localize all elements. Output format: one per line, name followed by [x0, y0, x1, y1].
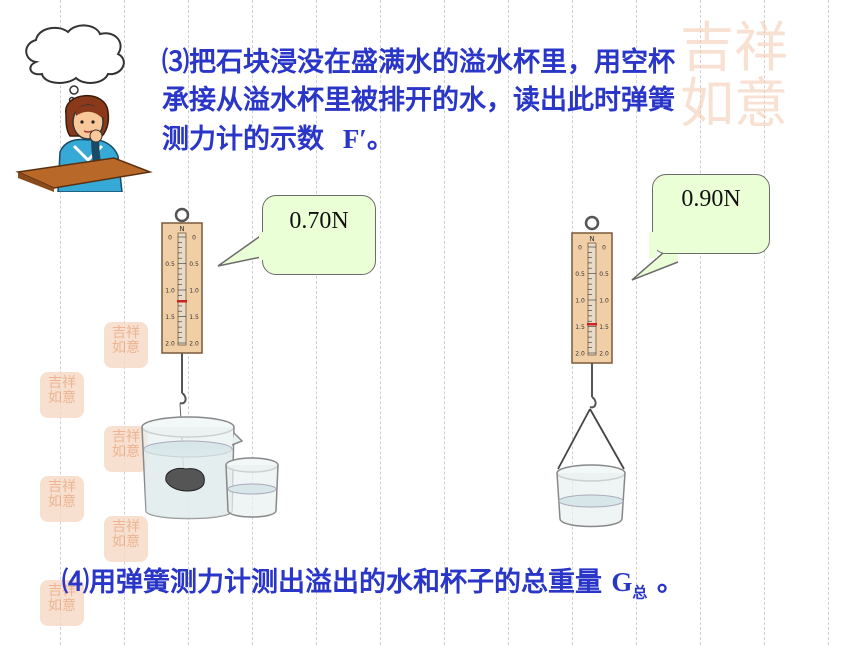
scale-unit-label: N [179, 225, 184, 233]
scale-tick-label: 0.5 [599, 271, 609, 278]
scale-tick-label: 1.5 [165, 314, 175, 321]
step4-suffix: 。 [656, 567, 684, 598]
weight-subscript: 总 [632, 583, 648, 602]
scale-unit-label: N [589, 235, 594, 243]
step3-line3: 测力计的示数 F′。 [162, 120, 812, 159]
scale-tick-label: 1.5 [189, 314, 199, 321]
left-reading-value: 0.70N [289, 208, 349, 234]
scale-tick-label: 1.0 [575, 298, 585, 305]
scale-tick-label: 2.0 [575, 351, 585, 358]
scale-tick-label: 1.0 [165, 288, 175, 295]
scale-tick-label: 0 [168, 235, 172, 242]
seal-stamp: 吉祥如意 [40, 372, 84, 418]
watermark-seal: 吉祥如意 [680, 16, 788, 135]
seal-stamp: 吉祥如意 [104, 516, 148, 562]
left-reading-bubble: 0.70N [262, 195, 376, 275]
scale-tick-label: 0 [578, 245, 582, 252]
rock [165, 468, 205, 492]
scale-tick-label: 1.0 [189, 288, 199, 295]
weight-symbol-g: G [611, 567, 633, 597]
step3-line1: ⑶把石块浸没在盛满水的溢水杯里，用空杯 [162, 47, 675, 78]
right-reading-bubble: 0.90N [652, 174, 770, 254]
step3-line3-prefix: 测力计的示数 [162, 124, 324, 155]
seal-stamp: 吉祥如意 [40, 476, 84, 522]
scale-tick-label: 2.0 [165, 341, 175, 348]
hanging-cup [556, 464, 626, 528]
step3-instruction: ⑶把石块浸没在盛满水的溢水杯里，用空杯 承接从溢水杯里被排开的水，读出此时弹簧 … [162, 44, 812, 159]
seal-stamp: 吉祥如意 [104, 426, 148, 472]
scale-tick-label: 0.5 [575, 271, 585, 278]
scale-tick-label: 0 [192, 235, 196, 242]
step3-line2: 承接从溢水杯里被排开的水，读出此时弹簧 [162, 85, 675, 116]
thinking-student-illustration [15, 24, 153, 192]
right-reading-value: 0.90N [681, 186, 741, 212]
seal-stamp: 吉祥如意 [40, 580, 84, 626]
step3-line3-suffix: 。 [366, 124, 394, 155]
left-bubble-pointer [217, 231, 267, 267]
force-symbol-f-prime: F′ [342, 124, 367, 154]
step4-instruction: ⑷用弹簧测力计测出溢出的水和杯子的总重量 G总 。 [62, 560, 684, 602]
scale-tick-label: 2.0 [599, 351, 609, 358]
catch-cup [225, 457, 279, 518]
scale-tick-label: 2.0 [189, 341, 199, 348]
scale-tick-label: 1.0 [599, 298, 609, 305]
scale-tick-label: 0.5 [165, 261, 175, 268]
step4-prefix: ⑷用弹簧测力计测出溢出的水和杯子的总重量 [62, 567, 602, 598]
seal-stamp: 吉祥如意 [104, 322, 148, 368]
scale-tick-label: 1.5 [575, 324, 585, 331]
scale-tick-label: 0 [602, 245, 606, 252]
scale-tick-label: 0.5 [189, 261, 199, 268]
left-apparatus: N 0 0 0.5 0.5 1.0 1.0 1.5 1.5 2.0 2.0 [141, 207, 279, 520]
right-apparatus: N 0 0 0.5 0.5 1.0 1.0 1.5 1.5 2.0 2.0 [556, 215, 626, 528]
scale-tick-label: 1.5 [599, 324, 609, 331]
